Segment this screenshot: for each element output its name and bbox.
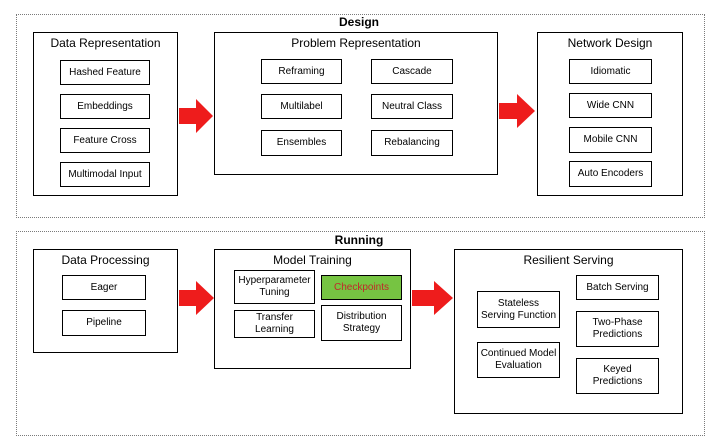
neutral-class-box: Neutral Class bbox=[371, 94, 453, 119]
hashed-feature-box: Hashed Feature bbox=[60, 60, 150, 85]
design-section-title: Design bbox=[338, 15, 379, 29]
checkpoints-box: Checkpoints bbox=[321, 275, 402, 300]
running-arrow-1 bbox=[179, 281, 214, 315]
two-phase-predictions-box: Two-Phase Predictions bbox=[576, 311, 659, 347]
stateless-serving-function-box: Stateless Serving Function bbox=[477, 291, 560, 328]
continued-model-evaluation-box: Continued Model Evaluation bbox=[477, 342, 560, 378]
design-section bbox=[16, 14, 705, 218]
feature-cross-box: Feature Cross bbox=[60, 128, 150, 153]
multimodal-input-box: Multimodal Input bbox=[60, 162, 150, 187]
batch-serving-box: Batch Serving bbox=[576, 275, 659, 300]
transfer-learning-box: Transfer Learning bbox=[234, 310, 315, 338]
auto-encoders-box: Auto Encoders bbox=[569, 161, 652, 187]
cascade-box: Cascade bbox=[371, 59, 453, 84]
running-section bbox=[16, 231, 705, 436]
running-arrow-2 bbox=[412, 281, 453, 315]
network-design-title: Network Design bbox=[567, 36, 653, 50]
embeddings-box: Embeddings bbox=[60, 94, 150, 119]
resilient-serving-title: Resilient Serving bbox=[523, 253, 614, 267]
rebalancing-box: Rebalancing bbox=[371, 130, 453, 156]
data-representation-title: Data Representation bbox=[50, 36, 161, 50]
data-processing-title: Data Processing bbox=[61, 253, 150, 267]
reframing-box: Reframing bbox=[261, 59, 342, 84]
problem-representation-group bbox=[214, 32, 498, 175]
design-arrow-1 bbox=[179, 99, 213, 133]
keyed-predictions-box: Keyed Predictions bbox=[576, 358, 659, 394]
pipeline-box: Pipeline bbox=[62, 310, 146, 336]
distribution-strategy-box: Distribution Strategy bbox=[321, 305, 402, 341]
wide-cnn-box: Wide CNN bbox=[569, 93, 652, 118]
design-arrow-2 bbox=[499, 94, 535, 128]
hyperparameter-tuning-box: Hyperparameter Tuning bbox=[234, 270, 315, 304]
running-section-title: Running bbox=[334, 233, 384, 247]
idiomatic-box: Idiomatic bbox=[569, 59, 652, 84]
multilabel-box: Multilabel bbox=[261, 94, 342, 119]
model-training-title: Model Training bbox=[273, 253, 352, 267]
problem-representation-title: Problem Representation bbox=[291, 36, 421, 50]
mobile-cnn-box: Mobile CNN bbox=[569, 127, 652, 153]
ensembles-box: Ensembles bbox=[261, 130, 342, 156]
eager-box: Eager bbox=[62, 275, 146, 300]
